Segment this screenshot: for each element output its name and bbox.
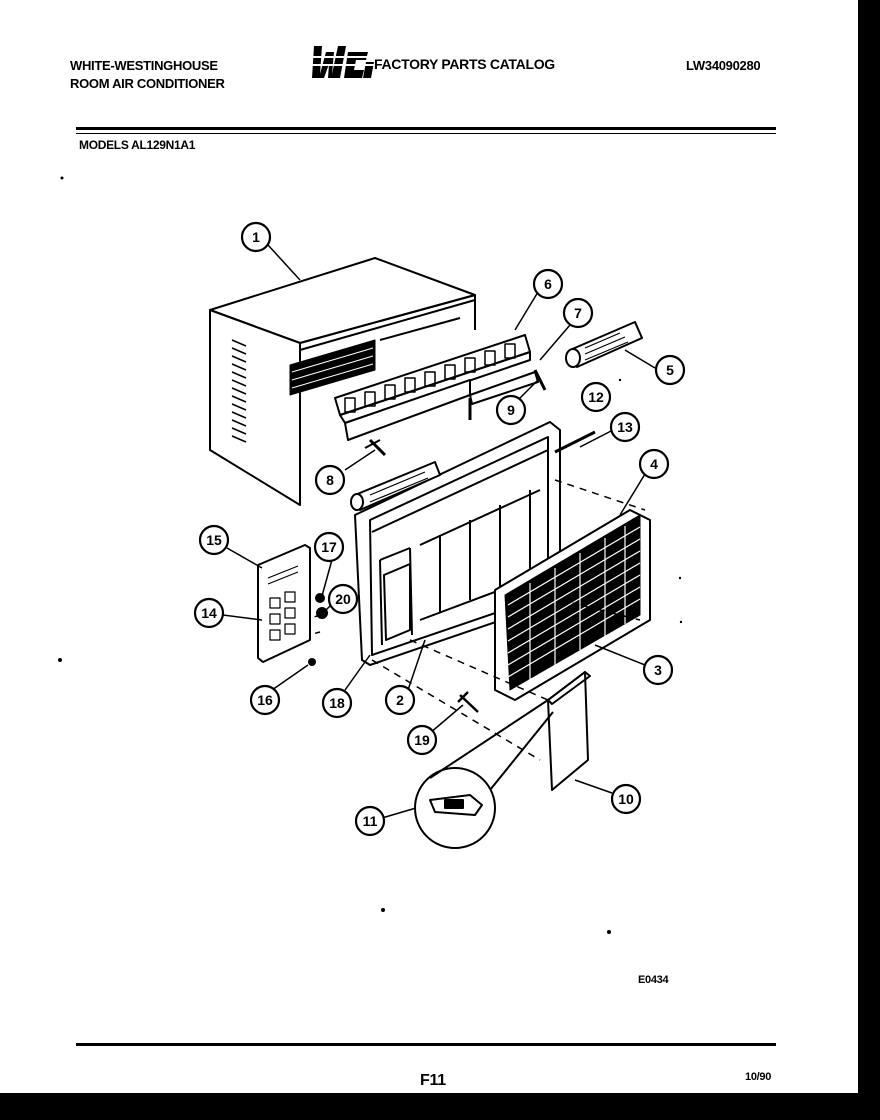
callout-10: 10	[610, 783, 642, 815]
svg-text:11: 11	[363, 813, 378, 829]
svg-text:7: 7	[574, 305, 582, 321]
callout-2: 2	[384, 684, 416, 716]
catalog-number: LW34090280	[686, 58, 761, 73]
catalog-page: WHITE-WESTINGHOUSE ROOM AIR CONDITIONER …	[0, 0, 858, 1093]
side-curtain-part	[547, 671, 591, 791]
page-number: F11	[420, 1072, 446, 1089]
footer-rule	[76, 1043, 776, 1046]
revision-date: 10/90	[745, 1071, 772, 1083]
catalog-title: FACTORY PARTS CATALOG	[374, 56, 555, 72]
callout-19: 19	[406, 724, 438, 756]
scan-specks	[58, 176, 683, 934]
callout-4: 4	[638, 448, 670, 480]
callout-18: 18	[321, 687, 353, 719]
svg-text:15: 15	[206, 532, 222, 548]
svg-text:2: 2	[396, 692, 404, 708]
callout-9: 9	[495, 394, 527, 426]
svg-text:5: 5	[666, 362, 674, 378]
louver-assembly-part	[334, 334, 547, 457]
product-line: ROOM AIR CONDITIONER	[70, 76, 225, 91]
svg-text:16: 16	[257, 692, 273, 708]
callout-7: 7	[562, 297, 594, 329]
svg-text:9: 9	[507, 402, 515, 418]
callout-13: 13	[609, 411, 641, 443]
svg-text:17: 17	[321, 539, 337, 555]
callout-11: 11	[354, 805, 386, 837]
svg-text:20: 20	[335, 591, 351, 607]
header-rule	[76, 127, 776, 130]
screw-part	[457, 691, 479, 713]
callout-14: 14	[193, 597, 225, 629]
cabinet-part	[209, 257, 476, 506]
header-rule-thin	[76, 133, 776, 134]
svg-text:12: 12	[588, 389, 604, 405]
callout-1: 1	[240, 221, 272, 253]
svg-text:19: 19	[414, 732, 430, 748]
svg-text:1: 1	[252, 229, 260, 245]
svg-text:3: 3	[654, 662, 662, 678]
svg-text:6: 6	[544, 276, 552, 292]
callout-leaders	[222, 244, 656, 819]
wci-logo	[308, 46, 374, 78]
callout-17: 17	[313, 531, 345, 563]
manufacturer-name: WHITE-WESTINGHOUSE	[70, 58, 218, 73]
callout-15: 15	[198, 524, 230, 556]
models-label: MODELS AL129N1A1	[79, 138, 196, 152]
svg-text:10: 10	[618, 791, 634, 807]
svg-text:18: 18	[329, 695, 345, 711]
callout-16: 16	[249, 684, 281, 716]
callout-3: 3	[642, 654, 674, 686]
callout-6: 6	[532, 268, 564, 300]
svg-text:4: 4	[650, 456, 658, 472]
svg-text:8: 8	[326, 472, 334, 488]
exploded-parts-diagram: 1 2 3 4 5 6 7 8 9 10 11 12 13 14 15 16 1…	[58, 176, 686, 934]
callout-12: 12	[580, 381, 612, 413]
detail-circle-part	[414, 699, 554, 849]
control-panel-part	[257, 544, 328, 666]
louver-knob-part	[565, 321, 643, 368]
callout-8: 8	[314, 464, 346, 496]
callout-5: 5	[654, 354, 686, 386]
svg-text:14: 14	[201, 605, 217, 621]
svg-text:13: 13	[617, 419, 633, 435]
filter-panel-part	[494, 509, 651, 701]
callout-20: 20	[327, 583, 359, 615]
illustration-code: E0434	[638, 974, 669, 986]
